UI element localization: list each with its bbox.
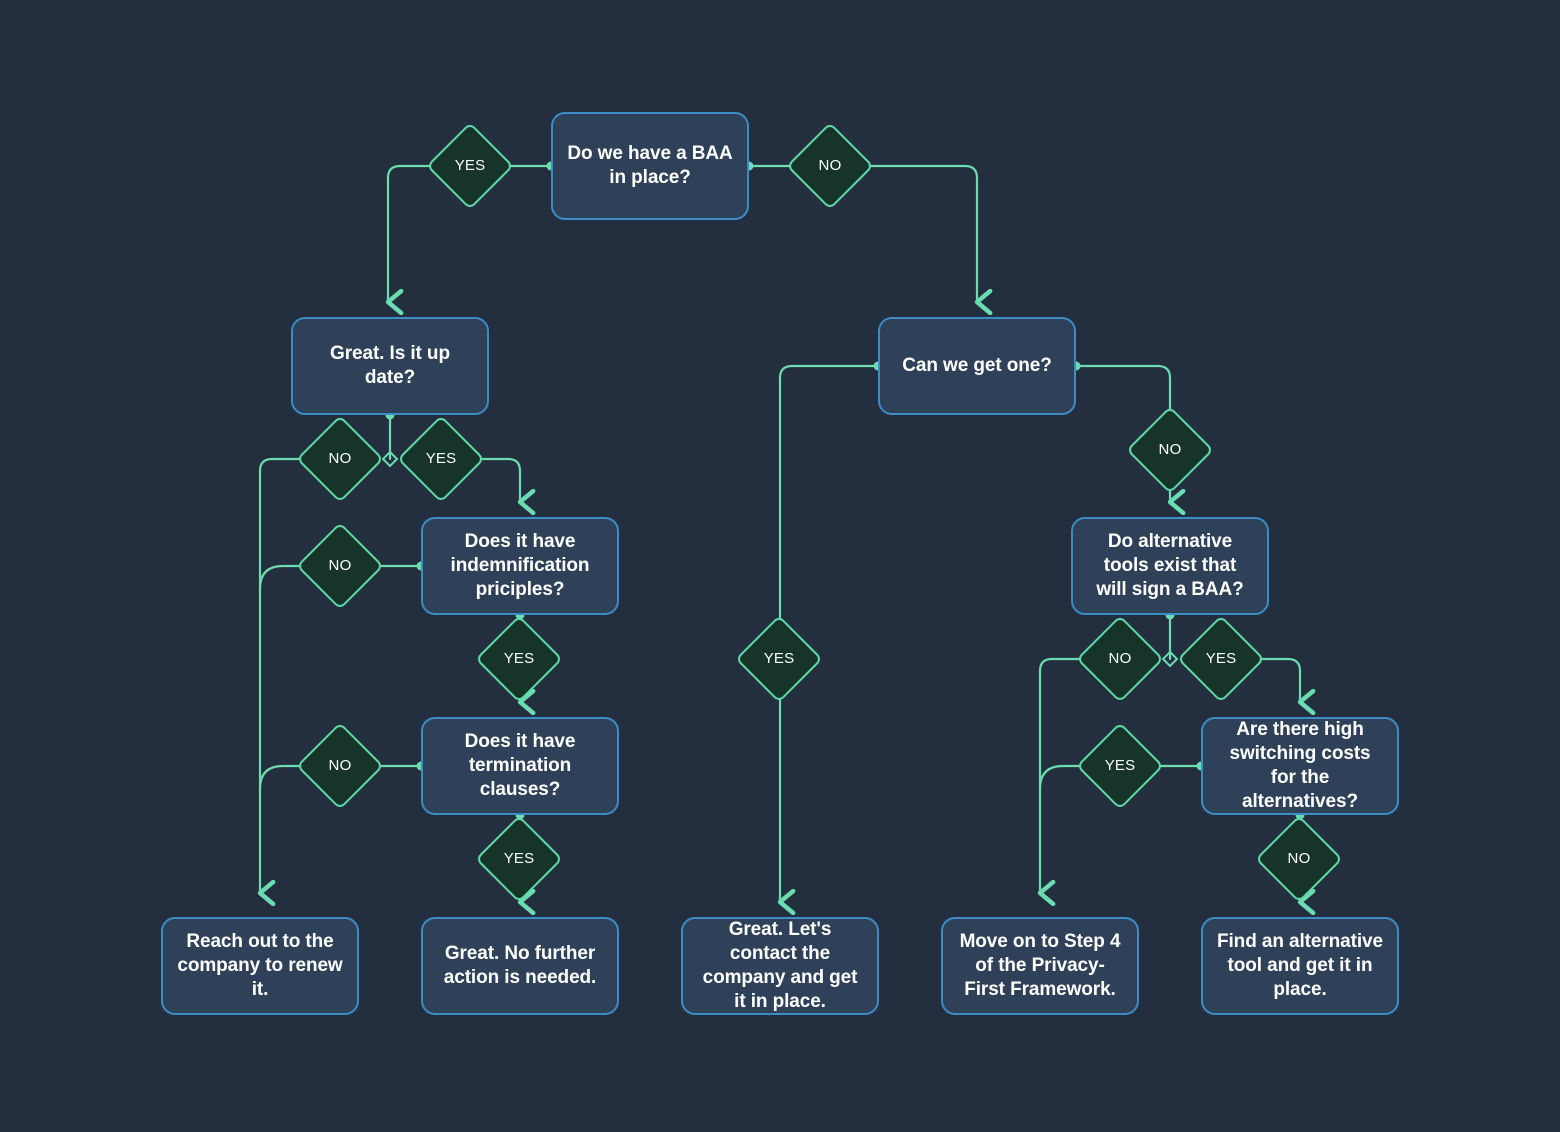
flow-node-getone[interactable]: Can we get one? — [878, 317, 1076, 415]
flow-node-uptodate[interactable]: Great. Is it up date? — [291, 317, 489, 415]
edge-getone-no-rail — [1074, 364, 1172, 421]
edge-label-text: YES — [763, 650, 795, 667]
edge-label-text: YES — [1205, 650, 1237, 667]
edge-label-text: NO — [1287, 850, 1311, 867]
edge-no-to-getone — [859, 164, 993, 316]
flow-node-step4[interactable]: Move on to Step 4 of the Privacy-First F… — [941, 917, 1139, 1015]
flow-node-indemn[interactable]: Does it have indemnification priciples? — [421, 517, 619, 615]
flow-node-alt[interactable]: Do alternative tools exist that will sig… — [1071, 517, 1269, 615]
edge-label-text: NO — [328, 757, 352, 774]
flow-node-findalt[interactable]: Find an alternative tool and get it in p… — [1201, 917, 1399, 1015]
edge-label-text: NO — [1158, 441, 1182, 458]
junction-diamond — [381, 450, 399, 468]
edge-uptodate-no-rail — [257, 457, 311, 907]
flow-node-termination[interactable]: Does it have termination clauses? — [421, 717, 619, 815]
flow-node-switch[interactable]: Are there high switching costs for the a… — [1201, 717, 1399, 815]
edge-label-text: NO — [818, 157, 842, 174]
flow-node-baa[interactable]: Do we have a BAA in place? — [551, 112, 749, 220]
edge-label-text: NO — [328, 557, 352, 574]
edge-label-text: NO — [328, 450, 352, 467]
edge-label-text: YES — [1104, 757, 1136, 774]
edge-label-text: YES — [503, 650, 535, 667]
flow-node-renew[interactable]: Reach out to the company to renew it. — [161, 917, 359, 1015]
edge-yes-to-uptodate — [385, 164, 441, 316]
edge-label-text: YES — [454, 157, 486, 174]
edge-getone-yes-rail — [778, 364, 880, 630]
junction-diamond — [1161, 650, 1179, 668]
edge-label-text: YES — [425, 450, 457, 467]
edge-label-text: YES — [503, 850, 535, 867]
flow-node-contact[interactable]: Great. Let's contact the company and get… — [681, 917, 879, 1015]
flow-node-nofurther[interactable]: Great. No further action is needed. — [421, 917, 619, 1015]
edge-label-text: NO — [1108, 650, 1132, 667]
